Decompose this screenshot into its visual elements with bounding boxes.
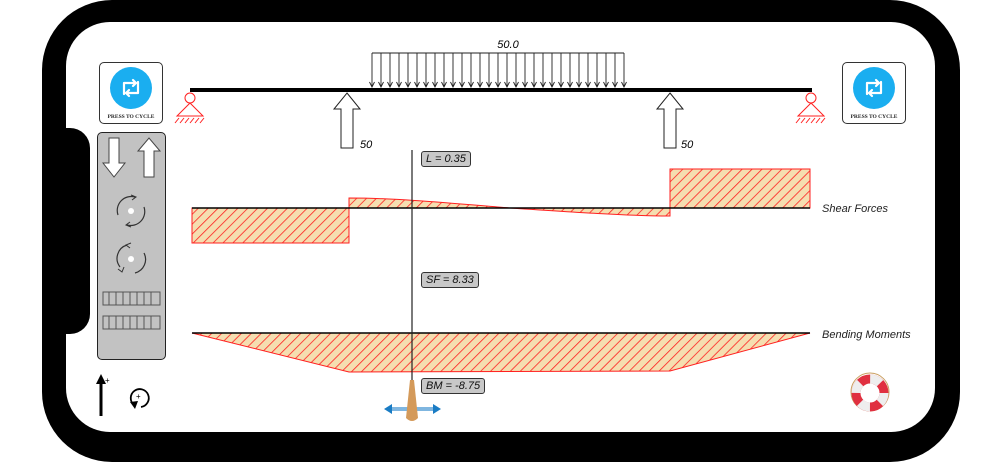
- cycle-button-left[interactable]: PRESS TO CYCLE: [99, 62, 163, 124]
- distributed-load-up-tool[interactable]: [102, 315, 161, 330]
- device-notch: [60, 128, 90, 334]
- shear-force-diagram: [191, 168, 811, 244]
- cycle-button-label: PRESS TO CYCLE: [850, 114, 898, 120]
- reaction-right-label: 50: [681, 139, 694, 151]
- cycle-button-label: PRESS TO CYCLE: [107, 114, 155, 120]
- svg-text:+: +: [105, 376, 110, 385]
- point-load-down-tool[interactable]: [101, 137, 127, 178]
- reaction-left-label: 50: [360, 139, 373, 151]
- bending-moment-diagram: [191, 332, 811, 373]
- pin-support-right[interactable]: [795, 92, 826, 124]
- reaction-arrow-left[interactable]: [332, 92, 362, 149]
- distributed-load-down-tool[interactable]: [102, 291, 161, 306]
- positive-moment-convention-icon: +: [129, 388, 150, 409]
- cycle-button-right[interactable]: PRESS TO CYCLE: [842, 62, 906, 124]
- cursor-slider-handle[interactable]: [384, 380, 441, 421]
- bending-moment-readout: BM = -8.75: [421, 378, 486, 394]
- moment-clockwise-tool[interactable]: [116, 194, 146, 228]
- moment-counterclockwise-tool[interactable]: [116, 242, 147, 274]
- cycle-icon: [110, 67, 152, 109]
- svg-text:+: +: [136, 392, 141, 401]
- load-label: 50.0: [497, 39, 519, 51]
- load-arrows: [369, 52, 627, 89]
- cursor-length-readout: L = 0.35: [421, 151, 471, 167]
- shear-forces-label: Shear Forces: [822, 203, 889, 215]
- distributed-load[interactable]: [369, 52, 627, 89]
- bending-moments-label: Bending Moments: [822, 329, 911, 341]
- reaction-arrow-right[interactable]: [655, 92, 685, 149]
- cycle-icon: [853, 67, 895, 109]
- shear-force-readout: SF = 8.33: [421, 272, 479, 288]
- positive-force-convention-icon: +: [96, 374, 110, 416]
- lifebuoy-help-icon[interactable]: [850, 372, 890, 412]
- pin-support-left[interactable]: [174, 92, 205, 124]
- point-load-up-tool[interactable]: [136, 137, 162, 178]
- tool-palette: [97, 132, 166, 360]
